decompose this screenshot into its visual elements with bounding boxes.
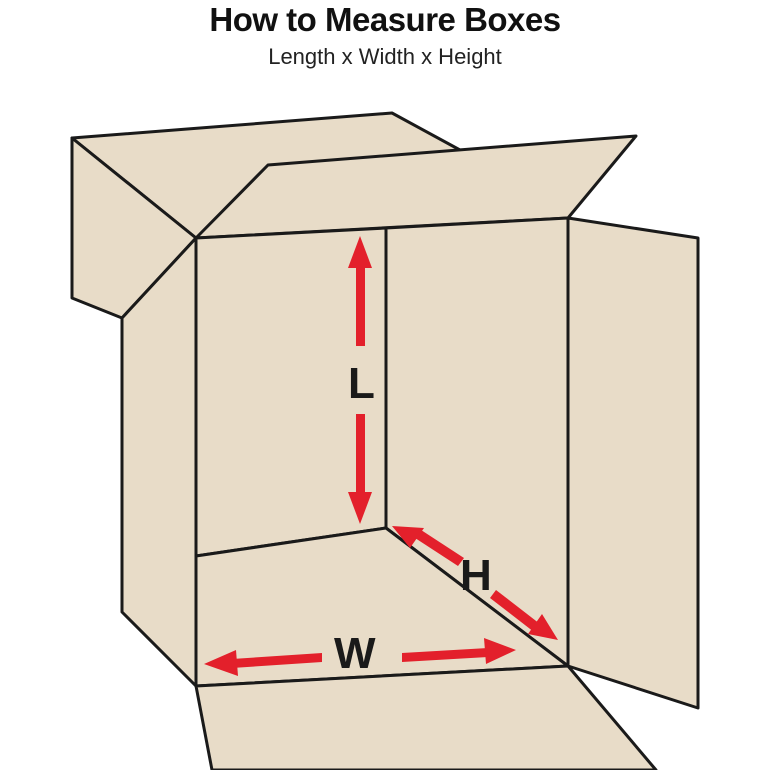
length-arrow-head-top — [348, 236, 372, 268]
width-arrow-head-right — [484, 638, 516, 664]
length-arrow-head-bottom — [348, 492, 372, 524]
height-arrow-head-top — [392, 526, 424, 548]
height-arrow-head-bottom — [528, 614, 558, 640]
length-arrow-shaft-bottom — [356, 414, 365, 498]
dimension-labels: L H W — [334, 359, 492, 678]
left-side-flap — [120, 236, 198, 688]
height-arrow-shaft-bottom — [490, 590, 540, 632]
width-arrow-shaft-left — [232, 653, 322, 668]
right-side-flap — [566, 216, 700, 710]
width-label: W — [334, 629, 376, 678]
width-arrow-shaft-right — [402, 648, 488, 662]
width-arrow-head-left — [204, 650, 238, 676]
height-arrow-shaft-top — [412, 528, 464, 566]
dimension-arrows — [204, 236, 558, 676]
length-arrow-shaft-top — [356, 262, 365, 346]
height-label: H — [460, 551, 492, 600]
diagram-title: How to Measure Boxes — [209, 1, 561, 38]
box-panels — [70, 111, 700, 770]
diagram-subtitle: Length x Width x Height — [268, 44, 502, 69]
length-label: L — [348, 359, 375, 408]
front-flap — [194, 664, 658, 770]
